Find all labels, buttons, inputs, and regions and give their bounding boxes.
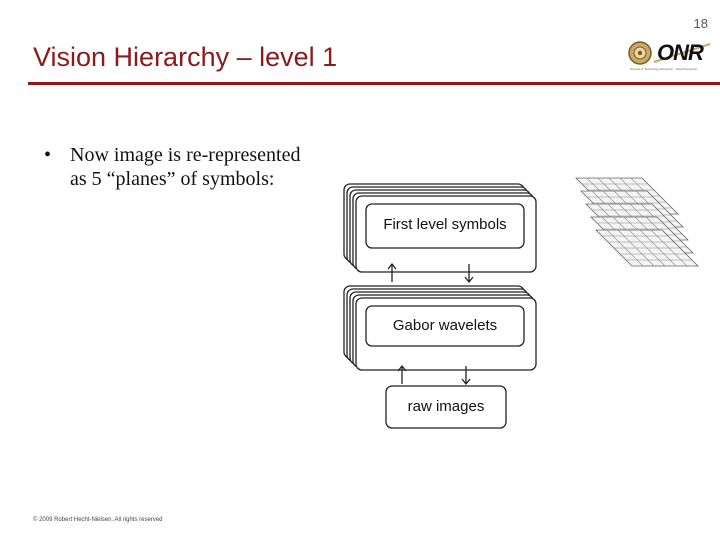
page-title: Vision Hierarchy – level 1 [33, 42, 338, 72]
logo-subtitle: Science & Technology Research · Naval Re… [630, 67, 698, 71]
down-arrow-icon [461, 366, 471, 386]
title-divider [28, 82, 720, 85]
bullet-text: Now image is re-represented as 5 “planes… [70, 144, 301, 190]
grid-plane [595, 229, 699, 267]
first-level-box: First level symbols [365, 203, 525, 249]
raw-images-label: raw images [408, 398, 485, 415]
raw-images-box: raw images [385, 385, 507, 429]
logo-text: ONR [657, 40, 704, 65]
up-arrow-icon [397, 364, 407, 384]
up-arrow-icon [387, 262, 397, 282]
page-number: 18 [693, 16, 708, 31]
gabor-label: Gabor wavelets [393, 317, 497, 334]
hierarchy-diagram: First level symbols Gabor wavelets [343, 177, 699, 429]
stacked-grid-planes-icon [575, 177, 699, 267]
bullet-item: • Now image is re-represented as 5 “plan… [44, 143, 304, 191]
onr-seal-icon [628, 41, 652, 65]
down-arrow-icon [464, 264, 474, 284]
onr-logo [628, 41, 711, 65]
bullet-marker: • [44, 144, 52, 166]
copyright-notice: © 2009 Robert Hecht-Nielsen. All rights … [33, 517, 163, 523]
first-level-label: First level symbols [383, 216, 506, 233]
gabor-box: Gabor wavelets [365, 305, 525, 347]
